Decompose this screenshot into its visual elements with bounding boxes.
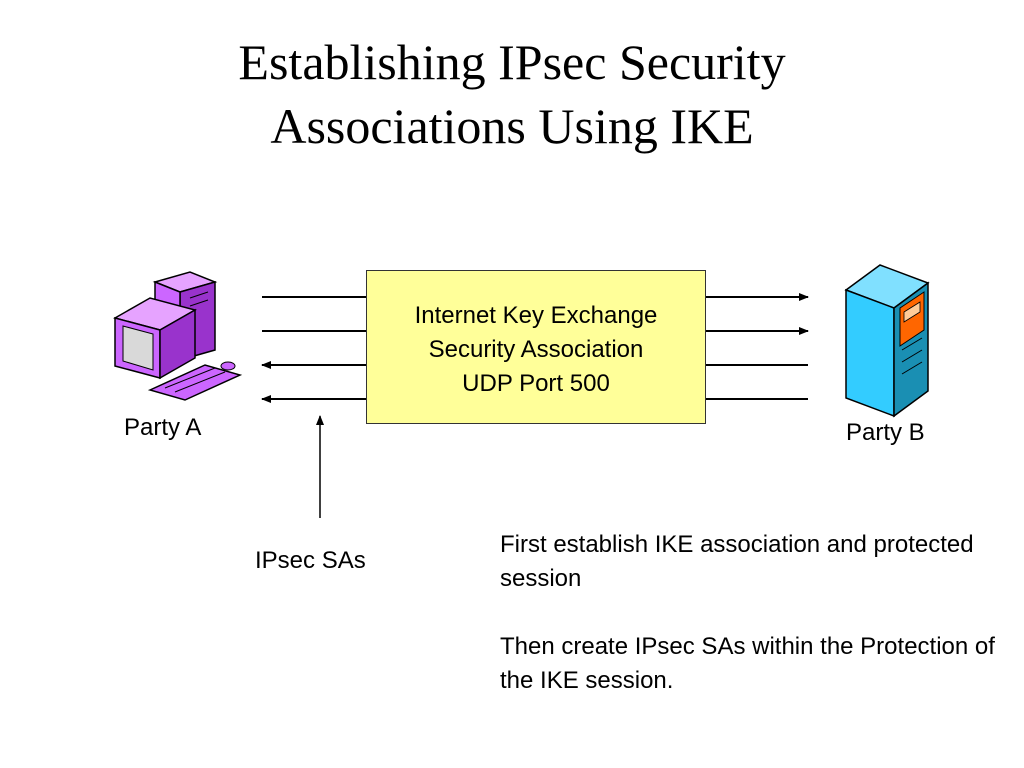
slide-title: Establishing IPsec Security Associations…: [0, 30, 1024, 158]
ike-box-line-2: Security Association: [428, 336, 644, 363]
title-line-1: Establishing IPsec Security: [238, 34, 786, 90]
title-line-2: Associations Using IKE: [270, 98, 754, 154]
ipsec-sas-label: IPsec SAs: [255, 547, 366, 574]
note-paragraph-1: First establish IKE association and prot…: [500, 531, 974, 592]
party-b-label: Party B: [846, 419, 925, 446]
party-a-label: Party A: [124, 414, 202, 441]
note-paragraph-2: Then create IPsec SAs within the Protect…: [500, 633, 995, 694]
desktop-computer-icon: [113, 271, 243, 401]
ike-association-box: Internet Key Exchange Security Associati…: [366, 270, 706, 424]
connection-arrows: [261, 293, 809, 518]
ike-box-line-1: Internet Key Exchange: [414, 302, 658, 329]
server-tower-icon: [844, 264, 930, 418]
explanation-notes: First establish IKE association and prot…: [500, 528, 1000, 732]
ike-box-line-3: UDP Port 500: [462, 370, 610, 397]
